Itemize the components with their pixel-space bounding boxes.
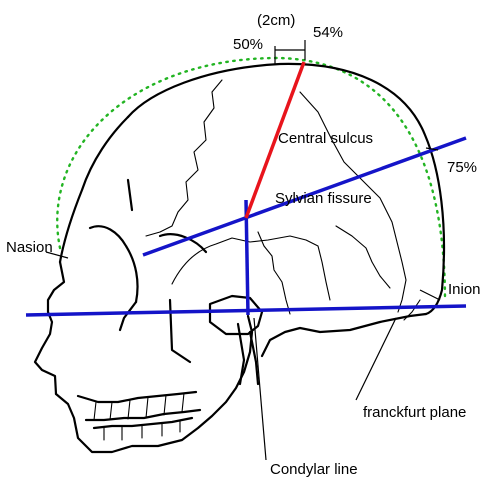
central-sulcus-label: Central sulcus: [278, 130, 373, 147]
franckfurt-plane-label: franckfurt plane: [363, 404, 466, 421]
sylvian-fissure-label: Sylvian fissure: [275, 190, 372, 207]
teeth: [78, 392, 200, 440]
inion-label: Inion: [448, 281, 481, 298]
fifty-percent-label: 50%: [233, 36, 263, 53]
frankfurt-plane-line: [26, 306, 466, 315]
nasion-inion-arc: [57, 58, 445, 300]
two-cm-label: (2cm): [257, 12, 295, 29]
seventy-five-percent-label: 75%: [447, 159, 477, 176]
condylar-line-label: Condylar line: [270, 461, 358, 478]
fifty-four-percent-label: 54%: [313, 24, 343, 41]
nasion-label: Nasion: [6, 239, 53, 256]
skull-outline: [35, 64, 444, 452]
